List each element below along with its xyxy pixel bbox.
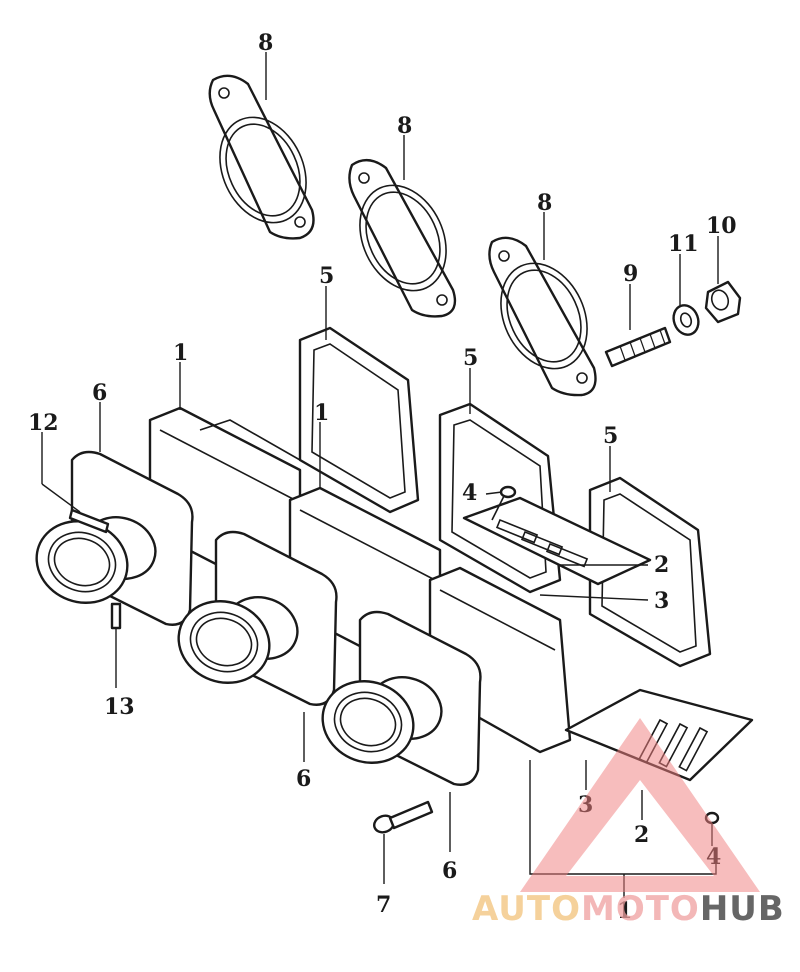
callout-5-middle: 5 <box>463 345 478 371</box>
watermark-hub: HUB <box>700 889 785 929</box>
intake-boot-left <box>35 516 157 604</box>
callout-12: 12 <box>28 410 59 436</box>
watermark-triangle-icon <box>520 718 760 892</box>
callout-11: 11 <box>668 231 699 257</box>
callout-4-upper: 4 <box>462 480 477 506</box>
nut-10 <box>704 280 742 324</box>
callout-13: 13 <box>104 694 135 720</box>
callout-6-left: 6 <box>92 380 107 406</box>
intake-boot-right <box>321 676 443 764</box>
nipple-13 <box>110 602 122 630</box>
watermark-moto: MOTO <box>581 889 700 929</box>
callout-7: 7 <box>376 892 391 918</box>
watermark-logo: AUTOMOTOHUB <box>472 718 785 929</box>
callout-1-middle: 1 <box>314 400 329 426</box>
gasket-8-top <box>208 74 315 240</box>
callout-8-top: 8 <box>258 30 273 56</box>
clamp-screw-12 <box>68 508 110 534</box>
callout-10: 10 <box>706 213 737 239</box>
leader-lines <box>41 52 719 898</box>
stud-9 <box>604 326 672 368</box>
callout-2-upper: 2 <box>654 552 669 578</box>
intake-boot-middle <box>177 596 299 684</box>
gasket-8-middle <box>348 159 457 318</box>
callout-8-middle: 8 <box>397 113 412 139</box>
callout-2-lower: 2 <box>634 822 649 848</box>
reed-gasket-5-middle <box>438 402 562 594</box>
reed-gasket-5-right <box>588 476 712 668</box>
reed-valve-2-3 <box>462 496 652 586</box>
callout-1-lower: 1 <box>617 898 632 924</box>
callout-5-left: 5 <box>319 263 334 289</box>
watermark-auto: AUTO <box>472 889 581 929</box>
callout-6-right: 6 <box>442 858 457 884</box>
callout-5-right: 5 <box>603 423 618 449</box>
callout-8-bottom: 8 <box>537 190 552 216</box>
bolt-7 <box>373 800 434 834</box>
washer-11 <box>672 304 700 336</box>
callout-6-middle: 6 <box>296 766 311 792</box>
callout-1-left: 1 <box>173 340 188 366</box>
svg-text:AUTOMOTOHUB: AUTOMOTOHUB <box>472 889 785 929</box>
callout-3-upper: 3 <box>654 588 669 614</box>
callout-9: 9 <box>623 261 638 287</box>
gasket-8-bottom <box>488 236 597 397</box>
